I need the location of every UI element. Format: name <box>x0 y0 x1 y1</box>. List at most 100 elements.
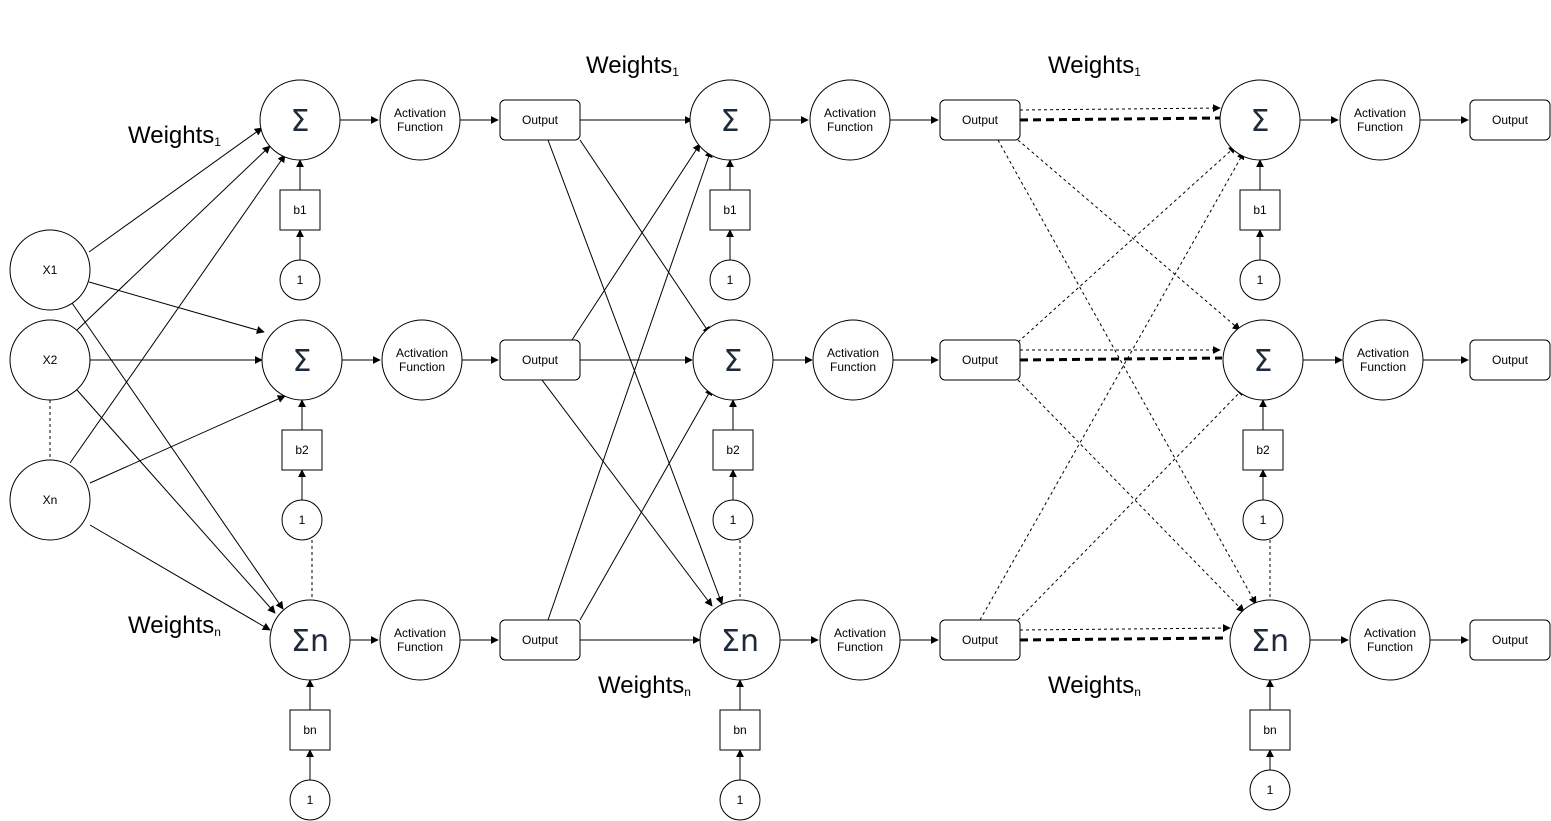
sum-node-l3-r2 <box>1222 319 1304 401</box>
layer-2: Σ Activation Function Output b1 1 Σ Acti… <box>689 79 1021 821</box>
activation-node-l1-r1 <box>379 79 461 161</box>
bias-label: b1 <box>1253 203 1267 217</box>
edge-out1-sum2b <box>579 139 711 335</box>
bias-input-label: 1 <box>737 793 744 807</box>
bias-box-l3-r2 <box>1242 429 1284 471</box>
bias-input-node-l1-rn <box>289 779 331 821</box>
activation-label: Activation <box>834 626 886 640</box>
activation-line2: Function <box>399 360 445 374</box>
activation-node-l3-rn <box>1349 599 1431 681</box>
input-x2-label: X2 <box>43 353 58 367</box>
activation-label: Activation <box>396 346 448 360</box>
activation-label: Activation <box>827 346 879 360</box>
bias-input-label: 1 <box>1267 783 1274 797</box>
activation-label: Activation <box>394 626 446 640</box>
weights-subscript: n <box>214 625 221 639</box>
sigma-label: Σ <box>721 104 740 139</box>
activation-label: Function <box>1360 360 1406 374</box>
edge-out1-sumnb <box>547 139 724 605</box>
activation-node-l1-r2 <box>381 319 463 401</box>
activation-line2: Function <box>827 120 873 134</box>
weights-1-label: Weights1 <box>1048 52 1141 79</box>
activation-node-l1-rn <box>379 599 461 681</box>
bias-label: b1 <box>293 203 307 217</box>
edge-out2b-sum1c <box>1017 145 1237 343</box>
bias-input-node-l2-rn <box>719 779 761 821</box>
edge-out3b-sum1c <box>979 151 1245 621</box>
activation-node-l2-r1 <box>809 79 891 161</box>
edge-out2b-sum2c-thick <box>1019 356 1223 362</box>
edge-out2-sum1b <box>571 143 701 341</box>
edge-xn-sum1 <box>69 154 286 464</box>
input-x2-node <box>9 319 91 401</box>
edge-out1b-sum1c <box>1019 104 1221 113</box>
activation-label: Function <box>830 360 876 374</box>
output-label: Output <box>522 633 559 647</box>
bias-input-label: 1 <box>1260 513 1267 527</box>
output-label: Output <box>1492 353 1529 367</box>
bias-input-label: 1 <box>730 513 737 527</box>
weights-base: Weights <box>586 52 672 79</box>
activation-line2: Function <box>397 640 443 654</box>
activation-node-l2-r2 <box>812 319 894 401</box>
output-label: Output <box>522 353 559 367</box>
edge-x2-sum1 <box>76 145 271 331</box>
activation-line2: Function <box>1357 120 1403 134</box>
weights-subscript: n <box>684 685 691 699</box>
activation-line1: Activation <box>1364 626 1416 640</box>
activation-line1: Activation <box>827 346 879 360</box>
activation-label: Function <box>397 640 443 654</box>
activation-line1: Activation <box>834 626 886 640</box>
sigma-label: Σ <box>724 344 743 379</box>
activation-node-l3-r2 <box>1342 319 1424 401</box>
edge-x1-sum2 <box>88 281 265 334</box>
edge-out2b-sumnc <box>1017 379 1245 613</box>
weights-subscript: 1 <box>1134 65 1141 79</box>
output-label: Output <box>962 113 999 127</box>
edge-out1b-sumnc <box>997 139 1257 605</box>
activation-line1: Activation <box>1354 106 1406 120</box>
sum-node-l1-r2 <box>261 319 343 401</box>
bias-input-label: 1 <box>299 513 306 527</box>
sigma-n-label: Σn <box>721 624 759 659</box>
bias-label: bn <box>303 723 316 737</box>
bias-input-node-l3-r2 <box>1242 499 1284 541</box>
bias-box-l2-r1 <box>709 189 751 231</box>
edge-x2-sumn <box>76 389 276 614</box>
edge-xn-sumn <box>89 524 271 631</box>
weights-base: Weights <box>1048 52 1134 79</box>
edge-xn-sum2 <box>89 395 286 484</box>
output-label: Output <box>962 633 999 647</box>
edge-out2-sumnb <box>541 379 713 607</box>
bias-box-l2-rn <box>719 709 761 751</box>
sum-node-l1-rn <box>269 599 351 681</box>
activation-line1: Activation <box>824 106 876 120</box>
bias-box-l3-r1 <box>1239 189 1281 231</box>
output-box-l1-r2 <box>499 339 581 381</box>
output-box-l3-rn <box>1469 619 1551 661</box>
bias-input-label: 1 <box>307 793 314 807</box>
input-x1-node <box>9 229 91 311</box>
weights-n-label: Weightsn <box>128 612 221 639</box>
activation-label: Activation <box>1354 106 1406 120</box>
input-xn-label: Xn <box>43 493 58 507</box>
bias-input-label: 1 <box>297 273 304 287</box>
bias-input-node-l3-r1 <box>1239 259 1281 301</box>
activation-label: Function <box>837 640 883 654</box>
output-label: Output <box>1492 113 1529 127</box>
bias-input-node-l3-rn <box>1249 769 1291 811</box>
bias-box-l1-r2 <box>281 429 323 471</box>
sum-node-l2-r2 <box>692 319 774 401</box>
output-box-l1-r1 <box>499 99 581 141</box>
output-label: Output <box>1492 633 1529 647</box>
sum-node-l1-r1 <box>259 79 341 161</box>
bias-label: b2 <box>295 443 309 457</box>
activation-label: Activation <box>394 106 446 120</box>
bias-label: b2 <box>726 443 740 457</box>
sigma-label: Σ <box>1254 344 1273 379</box>
edge-out3-sum1b <box>547 149 713 621</box>
weights-base: Weights <box>1048 672 1134 699</box>
activation-label: Activation <box>1364 626 1416 640</box>
activation-line2: Function <box>1367 640 1413 654</box>
layer-3: Σ Activation Function Output b1 1 Σ Acti… <box>1219 79 1551 811</box>
